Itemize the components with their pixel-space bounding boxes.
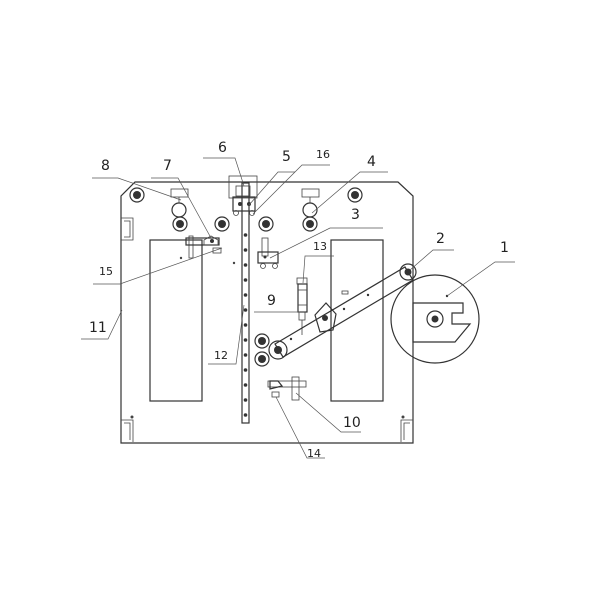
cylinder bbox=[296, 277, 308, 335]
mounting-bolts bbox=[129, 187, 405, 419]
bracket-3 bbox=[257, 237, 279, 269]
left-window bbox=[149, 239, 203, 402]
callout-2: 2 bbox=[436, 231, 445, 247]
callout-12: 12 bbox=[214, 349, 228, 362]
callout-14: 14 bbox=[307, 447, 321, 460]
leader-lines bbox=[81, 157, 515, 459]
bolt bbox=[347, 187, 363, 203]
bolt bbox=[214, 216, 230, 232]
callout-4: 4 bbox=[367, 154, 376, 170]
callout-7: 7 bbox=[163, 158, 172, 174]
bracket-15 bbox=[185, 235, 222, 259]
detail-view bbox=[390, 274, 480, 364]
bolt bbox=[254, 333, 270, 349]
bolt bbox=[254, 351, 270, 367]
callout-6: 6 bbox=[218, 140, 227, 156]
fixture-left bbox=[170, 188, 189, 218]
callout-8: 8 bbox=[101, 158, 110, 174]
right-window bbox=[330, 239, 384, 402]
top-bracket bbox=[228, 175, 258, 216]
callout-13: 13 bbox=[313, 240, 327, 253]
callout-1: 1 bbox=[500, 240, 509, 256]
bolt bbox=[258, 216, 274, 232]
callout-15: 15 bbox=[99, 265, 113, 278]
bolt bbox=[302, 216, 318, 232]
base-plate bbox=[120, 181, 414, 444]
callout-11: 11 bbox=[89, 320, 107, 336]
clamp bbox=[267, 376, 307, 401]
callout-3: 3 bbox=[351, 207, 360, 223]
small-hole bbox=[130, 256, 405, 419]
vertical-rail bbox=[241, 182, 250, 424]
callout-9: 9 bbox=[267, 293, 276, 309]
linkage-arm bbox=[268, 263, 417, 360]
callout-16: 16 bbox=[316, 148, 330, 161]
bolt bbox=[172, 216, 188, 232]
fixture-right bbox=[301, 188, 320, 218]
callout-10: 10 bbox=[343, 415, 361, 431]
bolt bbox=[129, 187, 145, 203]
callout-5: 5 bbox=[282, 149, 291, 165]
